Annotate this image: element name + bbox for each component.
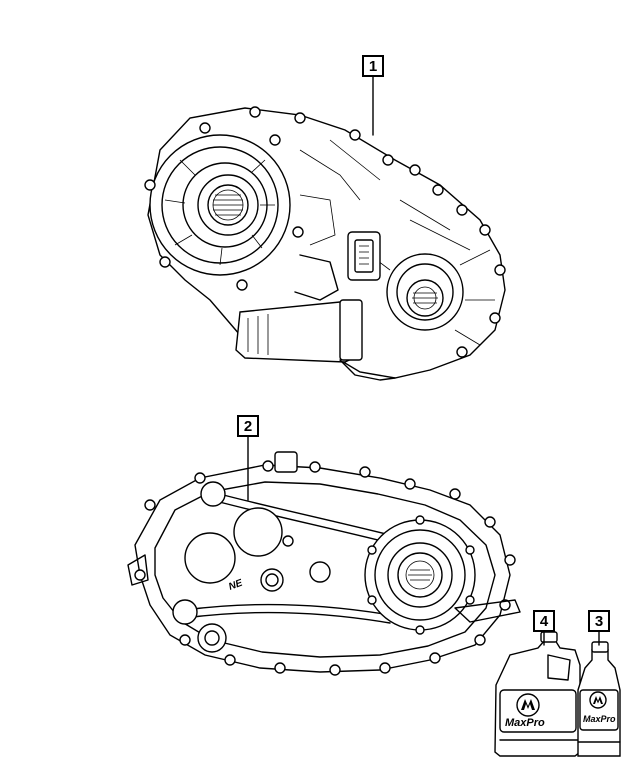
callout-2[interactable]: 2 <box>237 415 259 437</box>
callout-4[interactable]: 4 <box>533 610 555 632</box>
callout-1[interactable]: 1 <box>362 55 384 77</box>
transfer-case-assembly <box>144 106 506 381</box>
fluid-bottle-quart: MaxPro <box>577 641 621 757</box>
fluid-jug-gallon: MaxPro <box>494 631 581 757</box>
callout-3[interactable]: 3 <box>588 610 610 632</box>
jug-brand-text: MaxPro <box>505 717 545 729</box>
svg-text:NE: NE <box>227 578 244 593</box>
bottle-brand-text: MaxPro <box>583 714 616 724</box>
transfer-case-internals: NE <box>127 451 521 676</box>
